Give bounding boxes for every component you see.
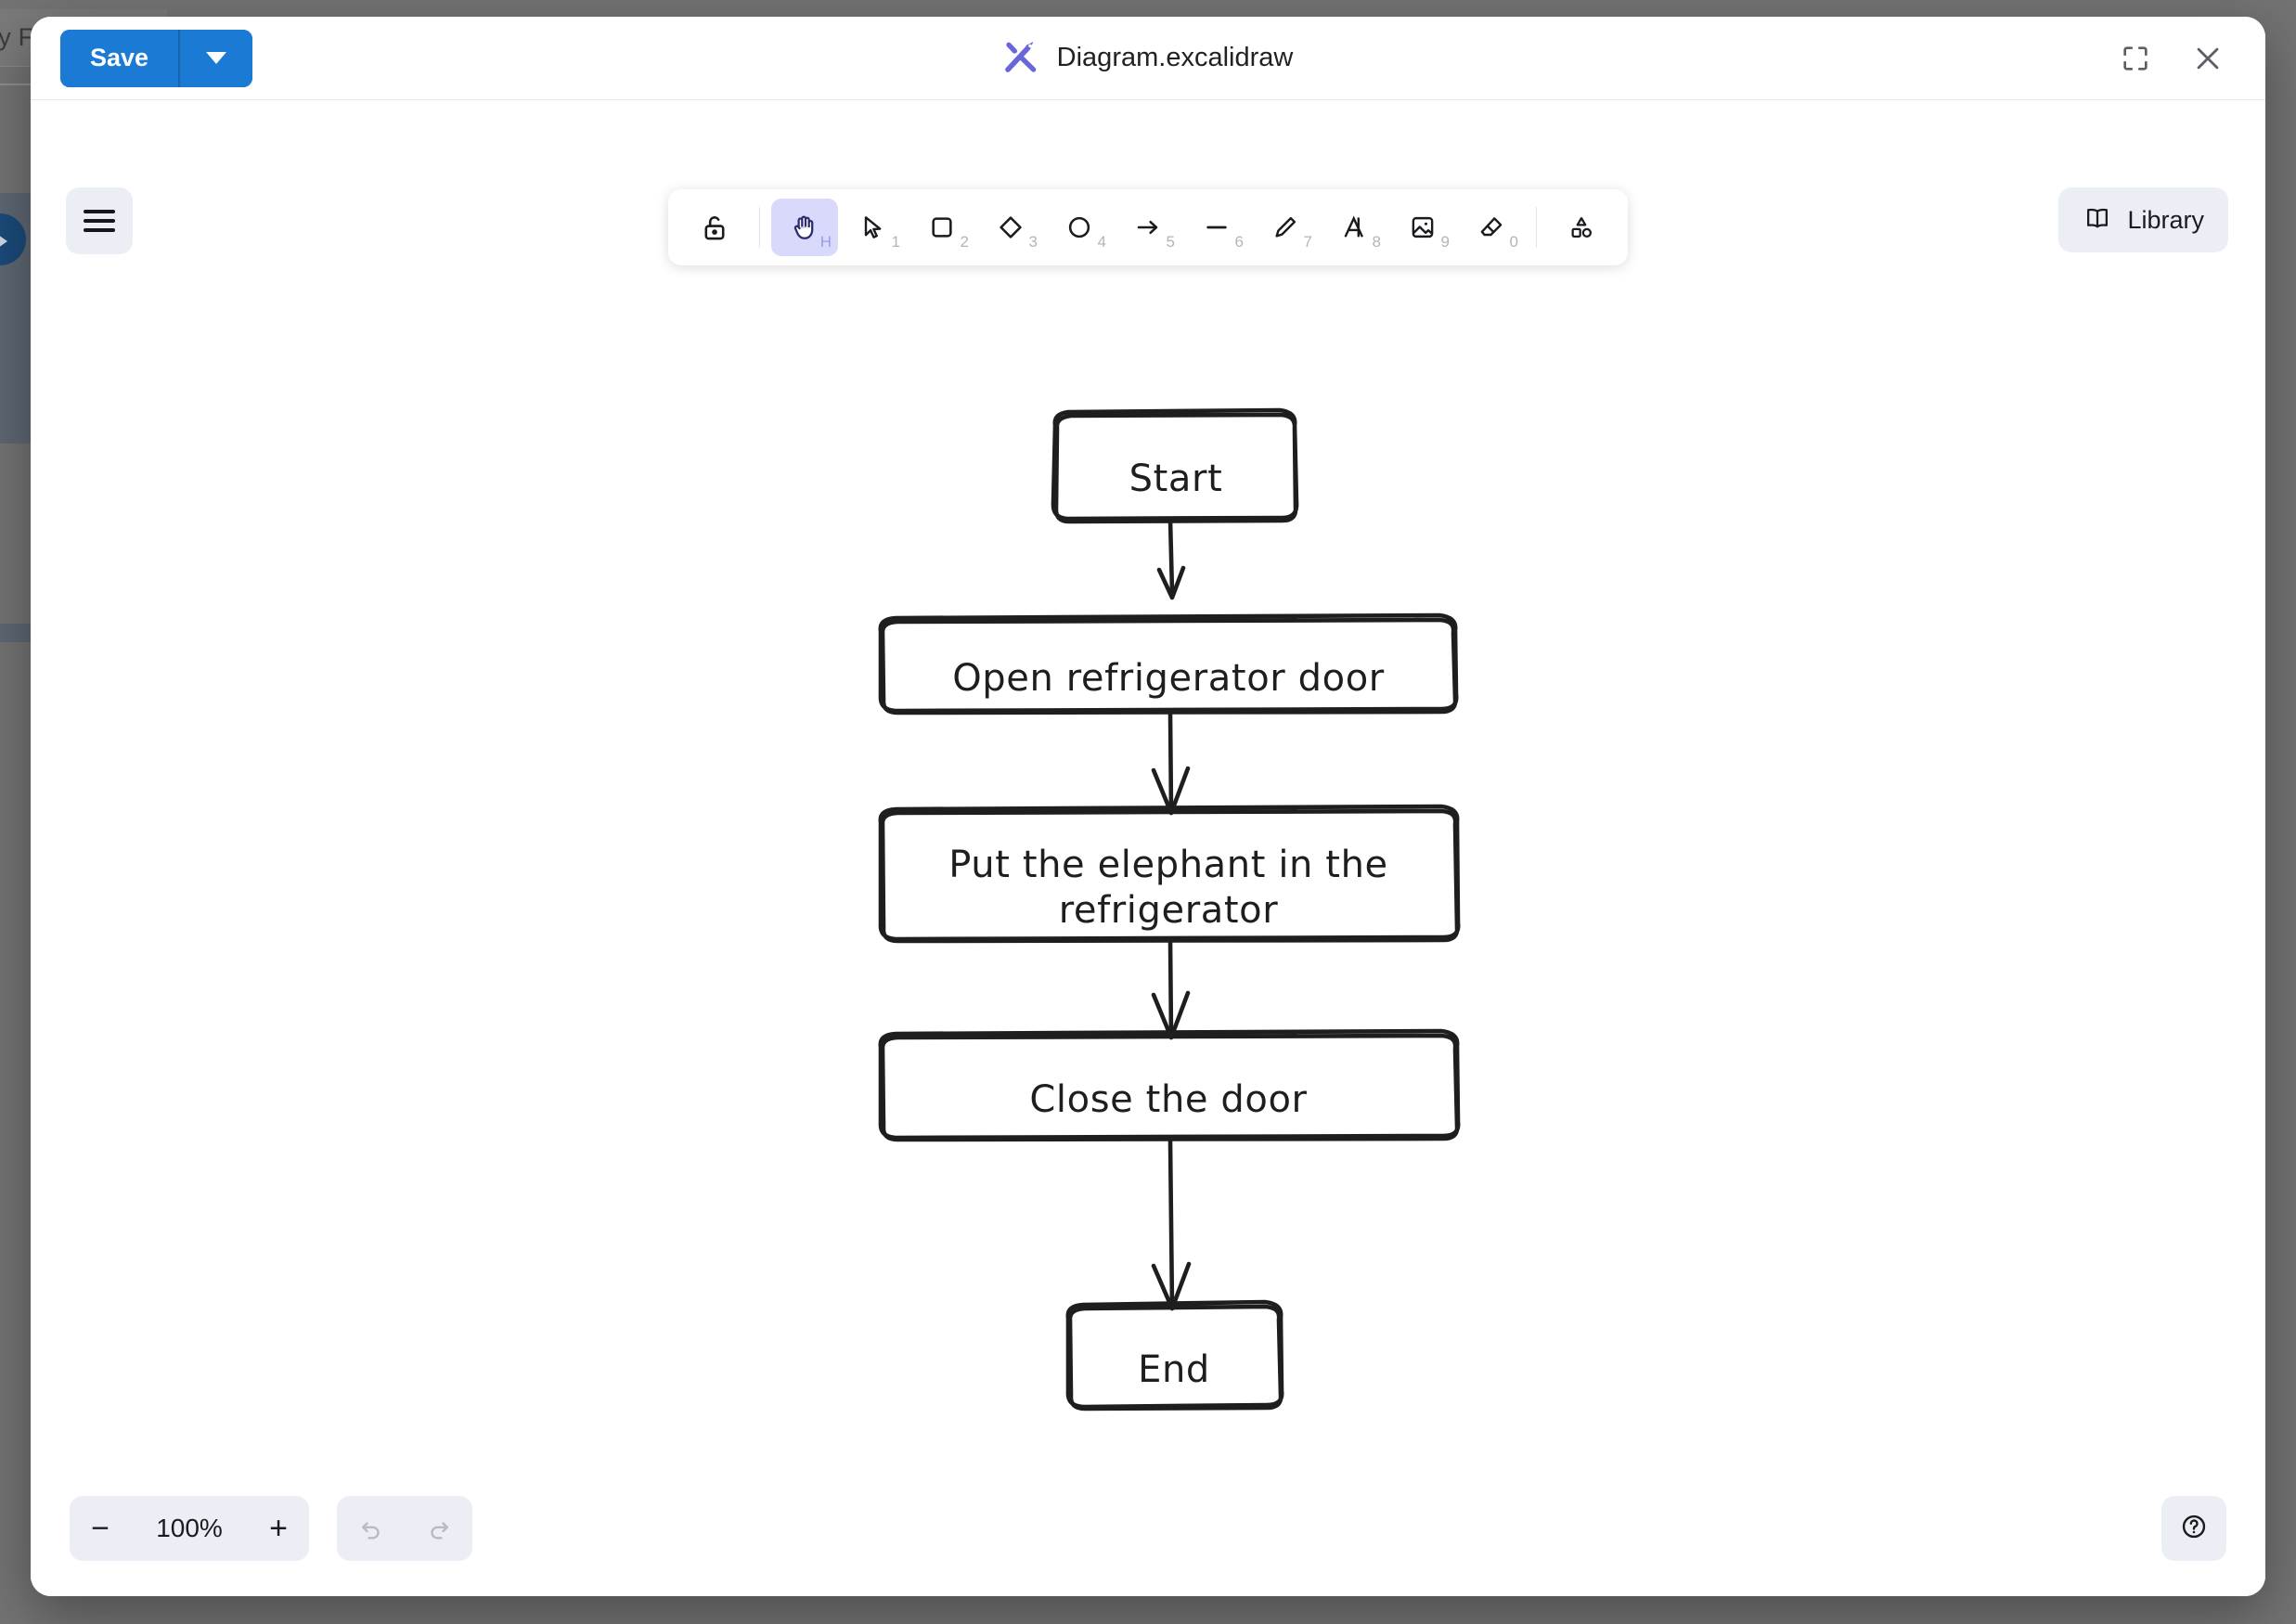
save-button[interactable]: Save	[60, 29, 179, 87]
hand-tool-button[interactable]: H	[771, 199, 838, 256]
save-dropdown-button[interactable]	[180, 29, 253, 87]
arrow-tool-button[interactable]: 5	[1115, 199, 1181, 256]
window-actions	[2115, 38, 2228, 79]
diamond-tool-button[interactable]: 3	[977, 199, 1044, 256]
node-put-shape	[878, 804, 1461, 944]
library-button[interactable]: Library	[2058, 187, 2228, 252]
zoom-out-button[interactable]: −	[91, 1510, 110, 1546]
history-controls	[337, 1496, 472, 1561]
title-container: Diagram.excalidraw	[31, 17, 2265, 99]
arrow-tool-shortcut: 5	[1166, 233, 1175, 251]
hand-tool-shortcut: H	[819, 233, 832, 251]
close-button[interactable]	[2187, 38, 2228, 79]
toolbar-separator-2	[1536, 207, 1537, 248]
background-partial-text: ly F	[0, 23, 34, 51]
image-tool-shortcut: 9	[1440, 233, 1450, 251]
node-start-shape	[1051, 407, 1299, 524]
node-close-shape	[878, 1028, 1461, 1142]
save-button-group: Save	[60, 29, 253, 87]
book-icon	[2083, 203, 2112, 238]
eraser-tool-button[interactable]: 0	[1458, 199, 1525, 256]
drawing-canvas[interactable]: Start Open refrigerator door Put the ele…	[31, 100, 2265, 1596]
save-separator	[178, 29, 181, 87]
eraser-tool-shortcut: 0	[1509, 233, 1518, 251]
zoom-level-value[interactable]: 100%	[156, 1514, 223, 1542]
line-tool-shortcut: 6	[1234, 233, 1244, 251]
chevron-down-icon	[206, 52, 227, 64]
edge-put-to-close	[1167, 938, 1174, 1040]
node-end-shape	[1065, 1299, 1284, 1411]
node-open-shape	[878, 612, 1459, 715]
rectangle-tool-shortcut: 2	[960, 233, 969, 251]
edge-close-to-end	[1167, 1139, 1175, 1311]
line-tool-button[interactable]: 6	[1183, 199, 1250, 256]
text-tool-button[interactable]: 8	[1321, 199, 1387, 256]
more-tools-button[interactable]	[1548, 199, 1615, 256]
ellipse-tool-button[interactable]: 4	[1046, 199, 1113, 256]
hamburger-menu-icon	[84, 204, 115, 238]
toolbar-separator-1	[759, 207, 760, 248]
rectangle-tool-button[interactable]: 2	[909, 199, 975, 256]
redo-button[interactable]	[405, 1496, 472, 1561]
image-tool-button[interactable]: 9	[1389, 199, 1456, 256]
zoom-in-button[interactable]: +	[269, 1510, 288, 1546]
excalidraw-app: Start Open refrigerator door Put the ele…	[31, 100, 2265, 1596]
text-tool-shortcut: 8	[1372, 233, 1381, 251]
diamond-tool-shortcut: 3	[1028, 233, 1038, 251]
library-button-label: Library	[2127, 205, 2204, 234]
selection-tool-shortcut: 1	[891, 233, 900, 251]
fullscreen-button[interactable]	[2115, 38, 2156, 79]
undo-button[interactable]	[337, 1496, 405, 1561]
document-title: Diagram.excalidraw	[1056, 43, 1294, 72]
ellipse-tool-shortcut: 4	[1097, 233, 1106, 251]
draw-tool-button[interactable]: 7	[1252, 199, 1319, 256]
draw-tool-shortcut: 7	[1303, 233, 1312, 251]
window-header: Save Diagram.excalidraw	[31, 17, 2265, 100]
flowchart-svg	[878, 407, 1461, 1411]
zoom-controls: − 100% +	[70, 1496, 309, 1561]
edge-open-to-put	[1167, 712, 1174, 816]
edge-start-to-open	[1167, 517, 1175, 595]
help-button[interactable]	[2161, 1496, 2226, 1561]
selection-tool-button[interactable]: 1	[840, 199, 907, 256]
lock-icon-button[interactable]	[681, 199, 748, 256]
tool-palette: H 1 2 3	[668, 189, 1628, 265]
excalidraw-logo-icon	[1003, 37, 1040, 79]
excalidraw-modal-window: Save Diagram.excalidraw	[31, 17, 2265, 1596]
question-mark-icon	[2179, 1512, 2209, 1546]
main-menu-button[interactable]	[66, 187, 133, 254]
